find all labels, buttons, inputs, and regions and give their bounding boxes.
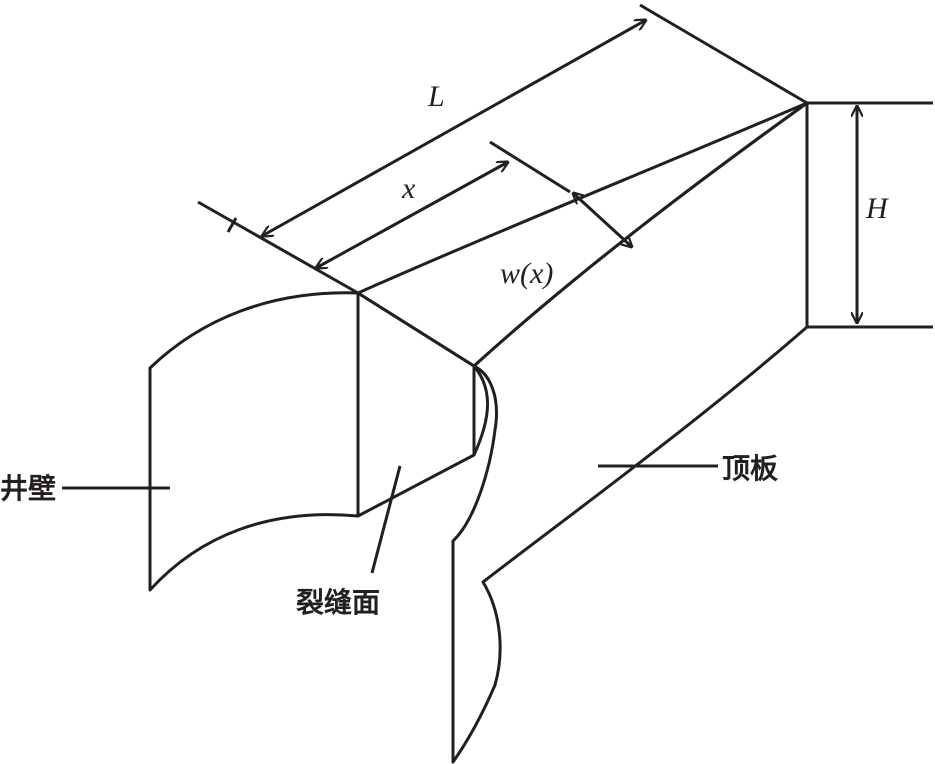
top-plate — [451, 101, 809, 764]
position-extension — [489, 140, 571, 194]
width-arrow — [573, 193, 632, 247]
position-label: x — [401, 172, 416, 205]
fracture-inner-notch — [472, 364, 489, 457]
length-extension-right — [639, 3, 808, 105]
length-arrow — [262, 20, 646, 236]
length-extension-left — [197, 200, 359, 295]
wellbore-wall — [148, 291, 360, 592]
position-arrow — [316, 162, 508, 268]
top-plate-label: 顶板 — [722, 452, 778, 485]
fracture-face-label: 裂缝面 — [296, 586, 380, 619]
length-tick-left — [226, 217, 238, 233]
wellbore-label: 井壁 — [0, 472, 56, 505]
fracture-face — [356, 291, 476, 518]
width-label: w(x) — [500, 257, 553, 290]
height-label: H — [865, 192, 890, 225]
fracture-face-leader — [370, 465, 402, 574]
length-label: L — [427, 80, 445, 113]
